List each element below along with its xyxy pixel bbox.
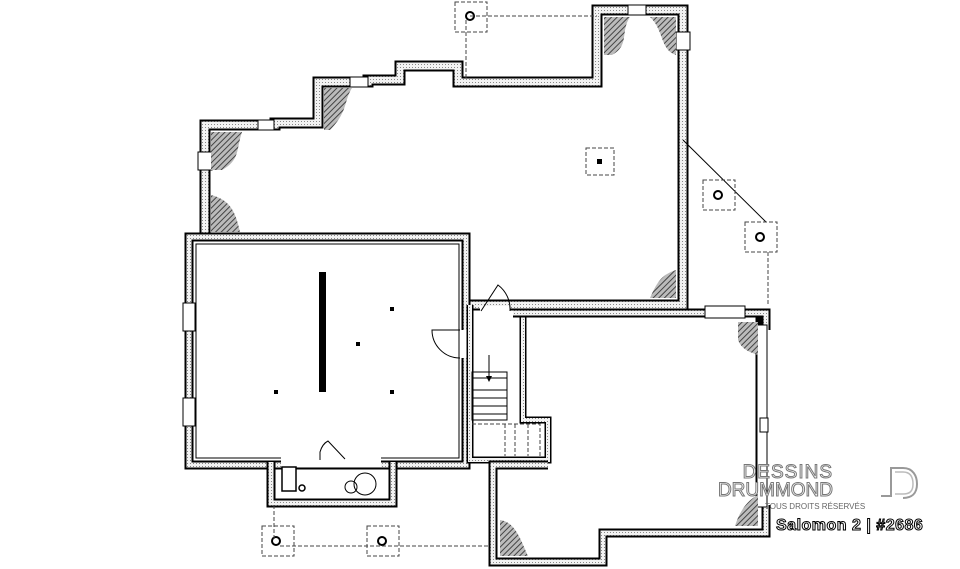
tank-icon	[344, 480, 358, 494]
window	[182, 302, 196, 332]
top-porch-footing	[454, 1, 597, 80]
stairs	[471, 355, 541, 456]
plan-caption: Salomon 2 | #2686	[775, 517, 924, 535]
right-room-walls	[488, 305, 771, 567]
window	[182, 397, 196, 427]
bottom-porch-footing	[261, 505, 490, 557]
plan-number: #2686	[876, 517, 924, 535]
window	[197, 151, 213, 171]
steel-beam	[319, 272, 326, 392]
window	[627, 4, 647, 16]
window	[675, 31, 691, 51]
caption-separator: |	[866, 517, 872, 535]
mechanical-alcove	[266, 462, 398, 508]
water-heater-icon	[281, 466, 297, 492]
interior-posts	[274, 307, 394, 394]
drummond-logo-icon	[881, 467, 919, 499]
left-room-walls	[182, 232, 471, 470]
brand-name-line1: DESSINS	[742, 462, 833, 484]
post-icon	[759, 417, 769, 433]
window	[349, 76, 369, 88]
column-post	[597, 159, 602, 164]
tank-icon	[353, 472, 377, 496]
window	[257, 119, 275, 131]
upper-room-walls	[197, 4, 691, 311]
brand-tagline: TOUS DROITS RÉSERVÉS	[765, 502, 866, 511]
model-name: Salomon 2	[775, 517, 862, 535]
column-footing	[585, 147, 615, 176]
brand-name-line2: DRUMMOND	[717, 480, 833, 502]
brand-logo: DESSINS DRUMMOND TOUS DROITS RÉSERVÉS	[717, 462, 925, 512]
right-porch-footing	[682, 139, 778, 305]
